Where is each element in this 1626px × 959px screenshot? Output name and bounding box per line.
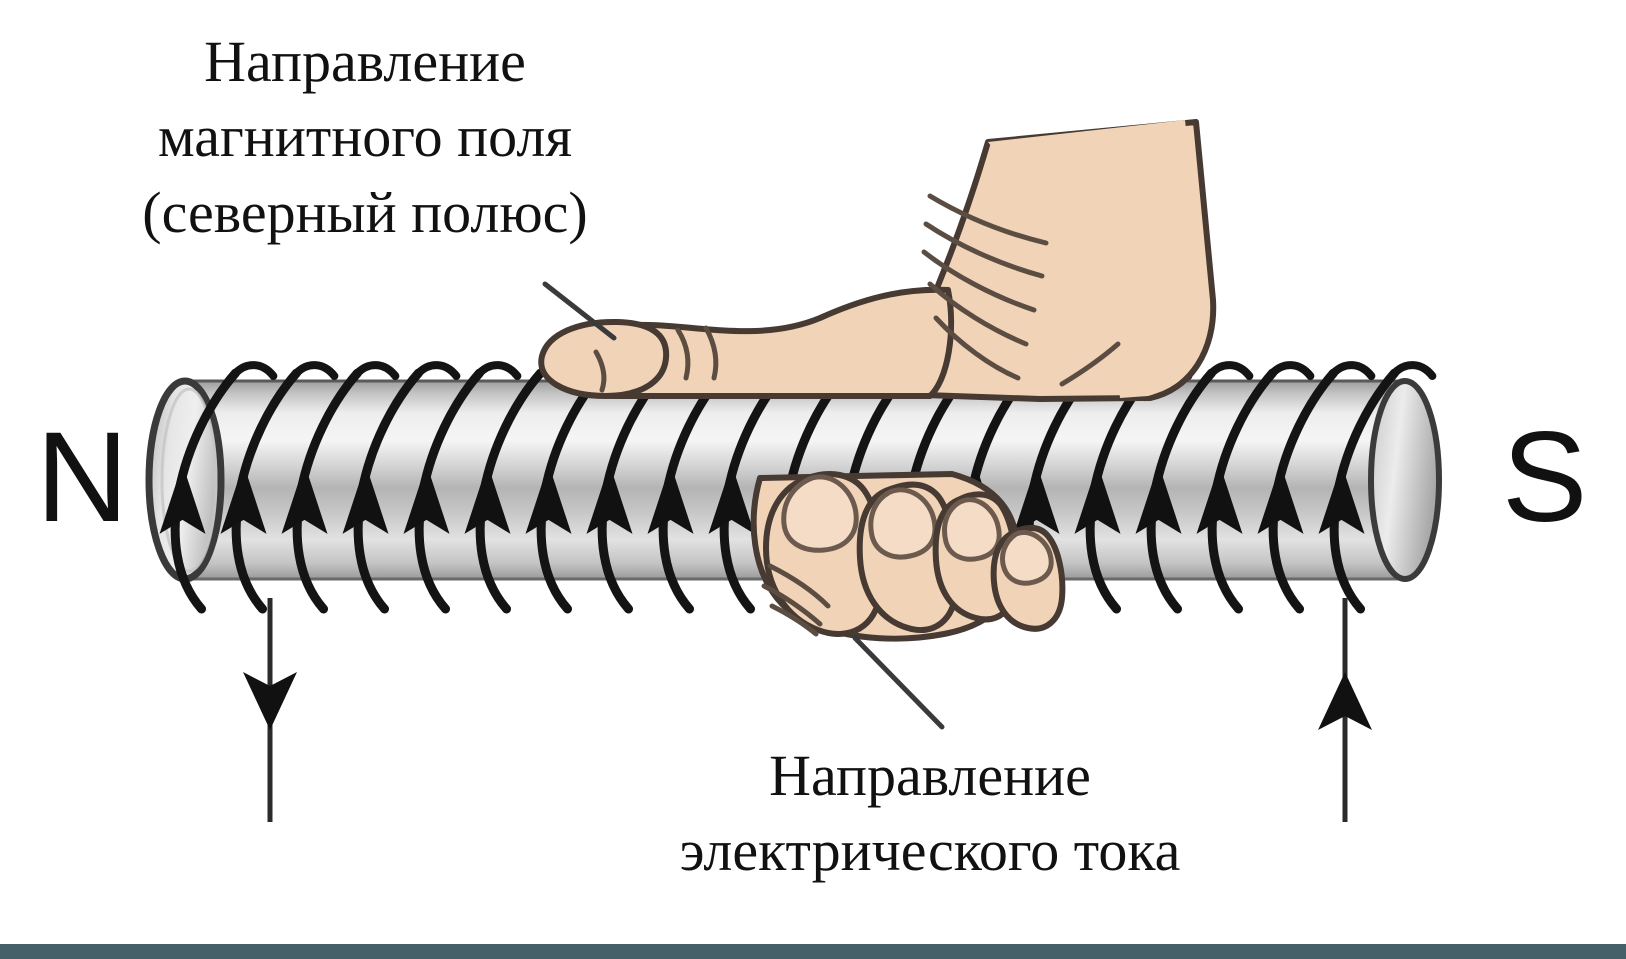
solenoid-right-cap bbox=[1368, 378, 1442, 582]
fingers bbox=[763, 471, 1066, 637]
fingers-leader-line bbox=[852, 635, 945, 730]
coil-turn-back bbox=[1390, 361, 1437, 380]
thumb-leader-line bbox=[542, 281, 617, 341]
coil-turn-back bbox=[475, 361, 522, 380]
coil-arrowhead bbox=[281, 463, 328, 534]
coil-turn-back bbox=[292, 361, 339, 380]
coil-arrowhead bbox=[464, 463, 511, 534]
coil-arrowhead bbox=[1257, 463, 1304, 534]
coil-arrowhead bbox=[586, 463, 633, 534]
coil-arrowhead bbox=[1196, 463, 1243, 534]
electric-current-label: Направление электрического тока bbox=[679, 743, 1181, 884]
hand-creases bbox=[921, 193, 1121, 387]
coil-turn-back bbox=[353, 361, 400, 380]
coil-turn-back bbox=[231, 361, 278, 380]
coil-arrowhead bbox=[342, 463, 389, 534]
coil-arrowhead bbox=[1074, 463, 1121, 534]
coil-arrowhead bbox=[159, 463, 206, 534]
thumb-tip bbox=[538, 318, 670, 399]
coil-arrowhead bbox=[403, 463, 450, 534]
coil-turn-back bbox=[1329, 361, 1376, 380]
coil-turn-back bbox=[1268, 361, 1315, 380]
coil-arrowhead bbox=[1013, 463, 1060, 534]
coil-turn-back bbox=[1207, 361, 1254, 380]
right-hand bbox=[538, 119, 1217, 642]
north-pole-label: N bbox=[36, 406, 129, 549]
south-pole-label: S bbox=[1502, 406, 1588, 549]
coil-arrowhead bbox=[1135, 463, 1182, 534]
thumb-creases bbox=[593, 325, 719, 393]
coil-turn-back bbox=[414, 361, 461, 380]
coil-arrowhead bbox=[708, 463, 755, 534]
coil-arrowhead bbox=[1318, 463, 1365, 534]
palm-creases bbox=[761, 563, 831, 637]
coil-arrowhead bbox=[525, 463, 572, 534]
coil-arrowhead bbox=[647, 463, 694, 534]
coil-arrowhead bbox=[220, 463, 267, 534]
left-field-arrow bbox=[243, 598, 297, 822]
bottom-accent-bar bbox=[0, 944, 1626, 959]
right-field-arrow bbox=[1318, 598, 1372, 822]
magnetic-field-label: Направление магнитного поля (северный по… bbox=[142, 29, 588, 245]
